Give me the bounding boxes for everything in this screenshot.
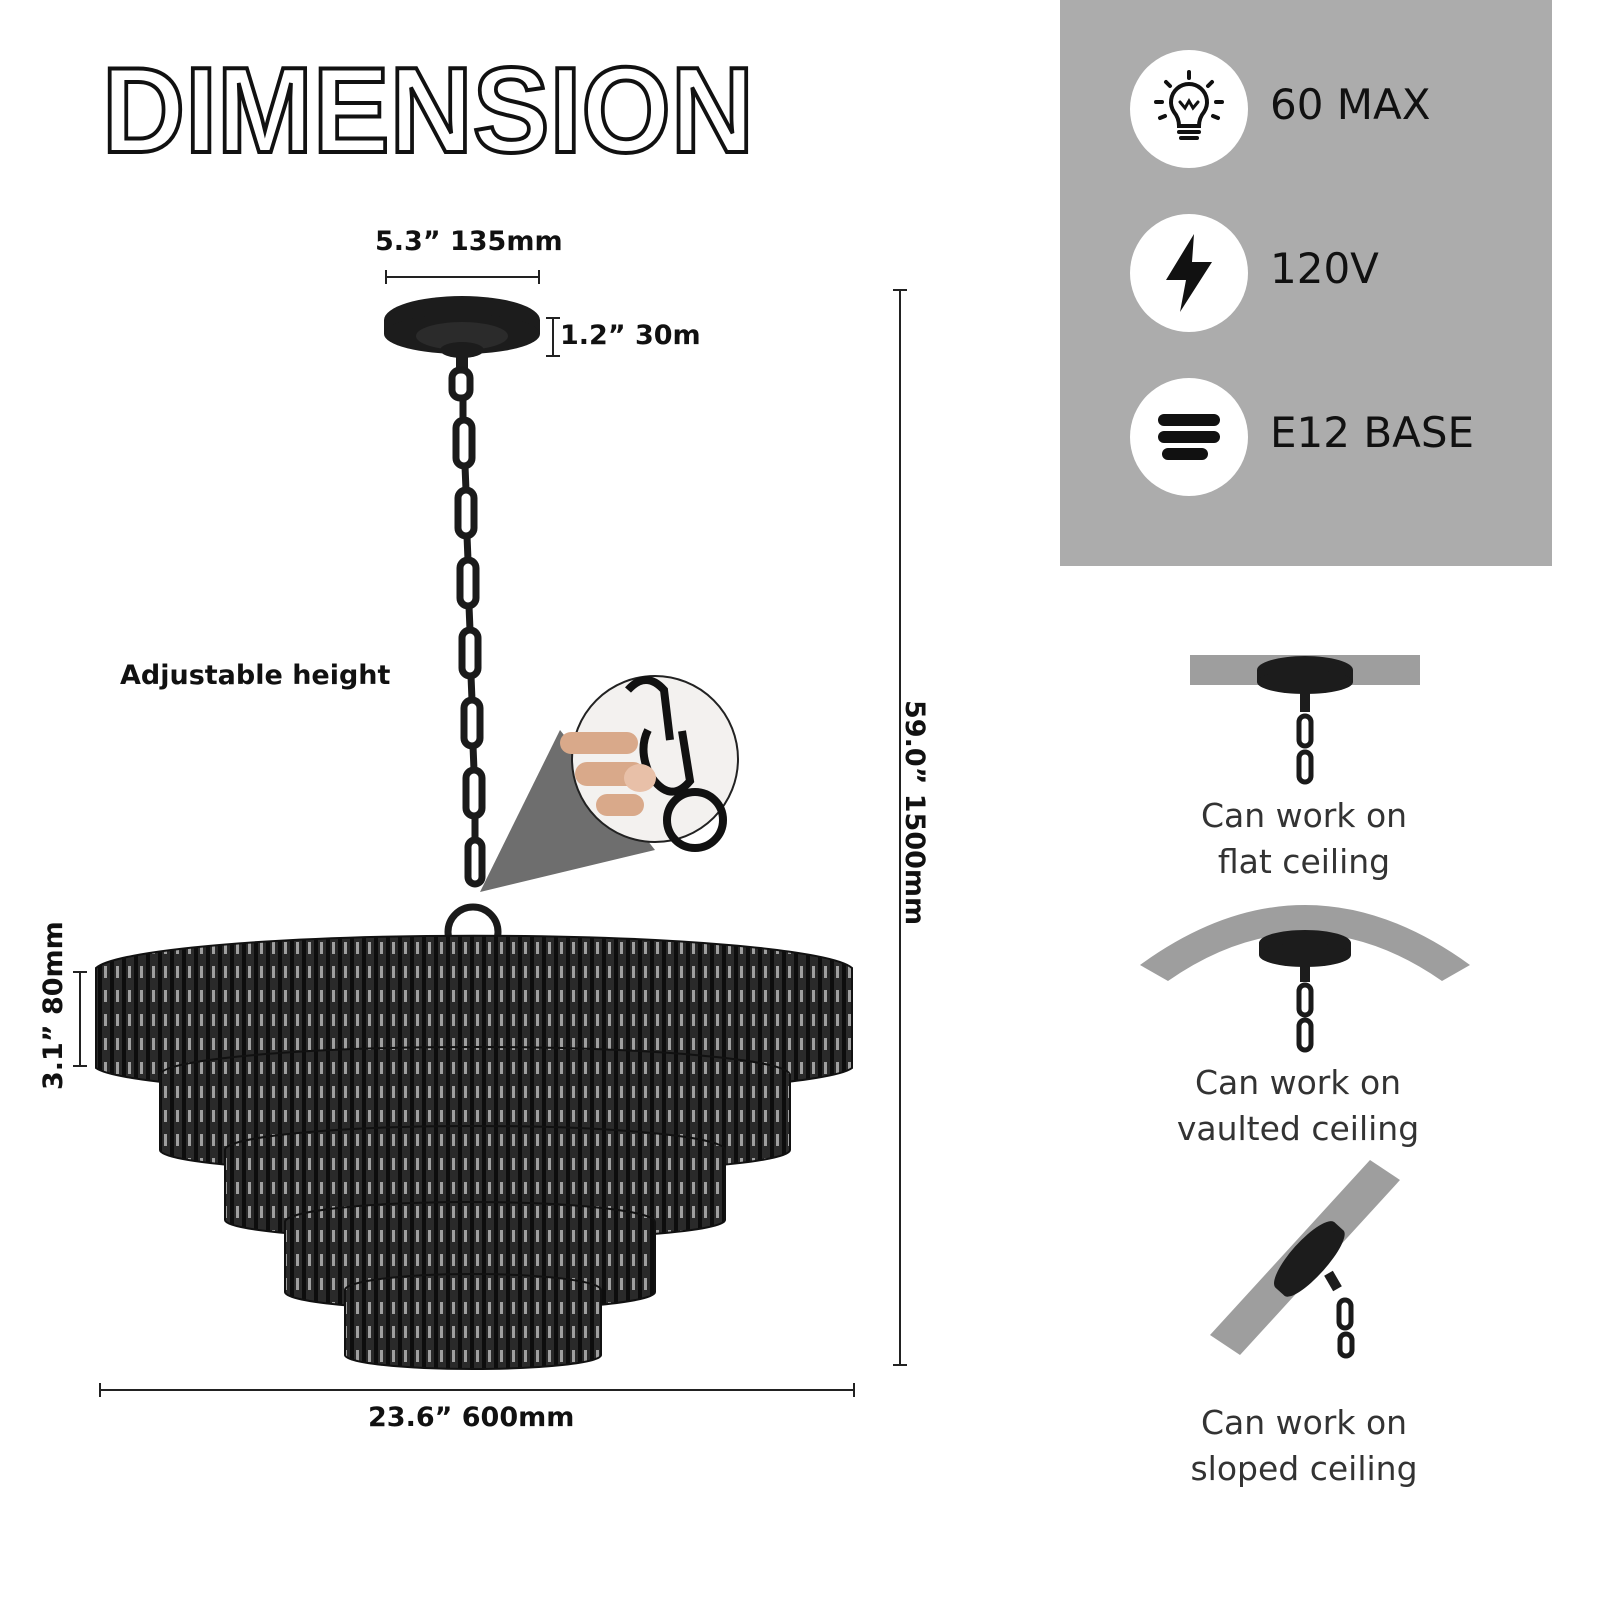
lightning-bolt-icon xyxy=(1130,214,1248,332)
overall-width-label: 23.6” 600mm xyxy=(368,1402,575,1433)
vaulted-ceiling-caption-line2: vaulted ceiling xyxy=(1176,1109,1420,1148)
spec-base-text: E12 BASE xyxy=(1270,408,1475,457)
bulb-base-icon xyxy=(1130,378,1248,496)
flat-ceiling-caption-line1: Can work on xyxy=(1200,796,1408,835)
sloped-ceiling-caption: Can work on sloped ceiling xyxy=(1124,1400,1484,1492)
zoom-detail-hand xyxy=(560,732,656,816)
adjustable-height-label: Adjustable height xyxy=(120,660,391,691)
woven-shade xyxy=(95,934,853,1370)
flat-ceiling-caption-line2: flat ceiling xyxy=(1217,842,1391,881)
light-bulb-icon xyxy=(1130,50,1248,168)
chain xyxy=(444,366,502,961)
total-height-label: 59.0” 1500mm xyxy=(899,700,930,926)
total-height-dimension-line xyxy=(893,289,907,1366)
canopy-height-label: 1.2” 30m xyxy=(560,320,701,351)
spec-voltage: 120V xyxy=(1130,214,1550,334)
canopy-width-label: 5.3” 135mm xyxy=(375,226,563,257)
tier-height-label: 3.1” 80mm xyxy=(38,921,69,1090)
vaulted-ceiling-illustration xyxy=(1140,905,1470,1053)
chandelier-diagram xyxy=(73,270,907,1397)
page-title: DIMENSION xyxy=(100,40,756,170)
spec-wattage: 60 MAX xyxy=(1130,50,1550,170)
sloped-ceiling-illustration xyxy=(1210,1160,1400,1359)
spec-panel: 60 MAX 120V E12 BASE xyxy=(1060,0,1552,566)
ceiling-illustrations xyxy=(1140,655,1470,1359)
page-title-text: DIMENSION xyxy=(102,42,754,170)
canopy-width-dimension-line xyxy=(385,270,540,284)
shade-tier-5 xyxy=(344,1273,602,1370)
sloped-ceiling-caption-line2: sloped ceiling xyxy=(1190,1449,1418,1488)
flat-ceiling-caption: Can work on flat ceiling xyxy=(1124,793,1484,885)
canopy xyxy=(384,296,540,372)
vaulted-ceiling-caption: Can work on vaulted ceiling xyxy=(1118,1060,1478,1152)
spec-voltage-text: 120V xyxy=(1270,244,1379,293)
zoom-callout-cone xyxy=(480,730,655,892)
tier-height-dimension-line xyxy=(73,971,87,1067)
canopy-height-dimension-line xyxy=(546,317,560,357)
overall-width-dimension-line xyxy=(99,1383,855,1397)
spec-wattage-text: 60 MAX xyxy=(1270,80,1431,129)
spec-base: E12 BASE xyxy=(1130,378,1550,498)
vaulted-ceiling-caption-line1: Can work on xyxy=(1194,1063,1402,1102)
zoom-detail-circle xyxy=(571,675,739,843)
flat-ceiling-illustration xyxy=(1190,655,1420,785)
sloped-ceiling-caption-line1: Can work on xyxy=(1200,1403,1408,1442)
